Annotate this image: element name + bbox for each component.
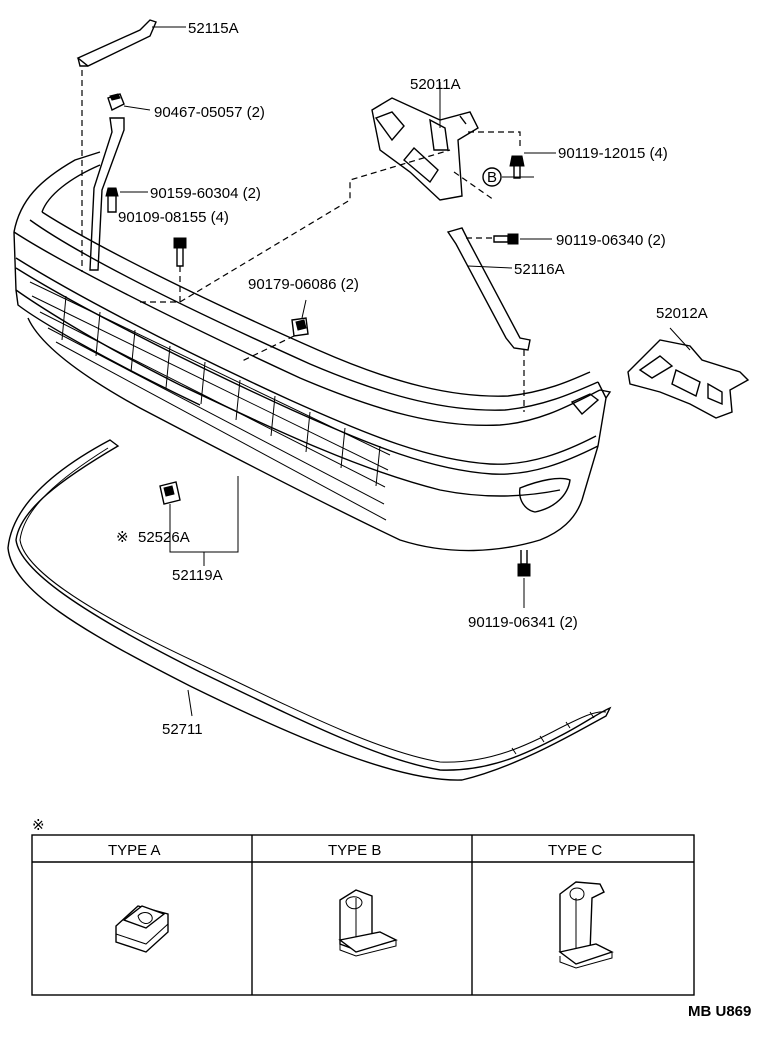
screw-90159-60304[interactable] (105, 187, 119, 213)
diagram-id: MB U869 (688, 1003, 751, 1020)
callout-90179-06086[interactable]: 90179-06086 (2) (248, 276, 359, 293)
bolt-90119-12015[interactable] (509, 155, 525, 179)
callout-52116A[interactable]: 52116A (514, 261, 565, 278)
callout-52012A[interactable]: 52012A (656, 305, 708, 322)
legend-header-type-b: TYPE B (328, 842, 381, 859)
callout-90119-06340[interactable]: 90119-06340 (2) (556, 232, 666, 249)
clip-90467-05057[interactable] (107, 93, 125, 111)
bolt-90119-06341[interactable] (517, 550, 531, 577)
legend-header-type-c: TYPE C (548, 842, 602, 859)
callout-52115A[interactable]: 52115A (188, 20, 239, 37)
reinforcement-bracket-52115A[interactable] (76, 19, 157, 67)
legend-note-mark: ※ (32, 817, 45, 834)
bumper-arm-52012A[interactable] (627, 339, 750, 419)
bolt-90119-06340[interactable] (493, 233, 519, 245)
callout-90119-12015[interactable]: 90119-12015 (4) (558, 145, 668, 162)
legend-header-type-a: TYPE A (108, 842, 161, 859)
callout-90159-60304[interactable]: 90159-60304 (2) (150, 185, 261, 202)
callout-90467-05057[interactable]: 90467-05057 (2) (154, 104, 265, 121)
reference-b-marker[interactable]: B (482, 167, 502, 187)
callout-52011A[interactable]: 52011A (410, 76, 461, 93)
side-bracket[interactable] (89, 117, 125, 271)
callout-90119-06341[interactable]: 90119-06341 (2) (468, 614, 578, 631)
callout-52526A[interactable]: 52526A (138, 529, 190, 546)
bumper-arm-52011A[interactable] (371, 97, 479, 201)
bumper-cover[interactable] (13, 151, 612, 552)
clip-52526A[interactable] (159, 481, 181, 505)
stay-52116A[interactable] (446, 227, 531, 351)
note-mark-52526A: ※ (116, 529, 129, 546)
callout-52711[interactable]: 52711 (162, 721, 203, 738)
reference-b-label: B (487, 169, 497, 186)
bolt-90109-08155[interactable] (173, 237, 187, 267)
clip-type-a-illustration (115, 905, 169, 953)
clip-type-b-illustration (338, 889, 398, 957)
nut-90179-06086[interactable] (291, 317, 309, 337)
callout-52119A[interactable]: 52119A (172, 567, 223, 584)
callout-90109-08155[interactable]: 90109-08155 (4) (118, 209, 229, 226)
clip-type-table (31, 834, 695, 996)
clip-type-c-illustration (558, 881, 614, 969)
lower-spoiler-52711[interactable] (7, 439, 612, 781)
